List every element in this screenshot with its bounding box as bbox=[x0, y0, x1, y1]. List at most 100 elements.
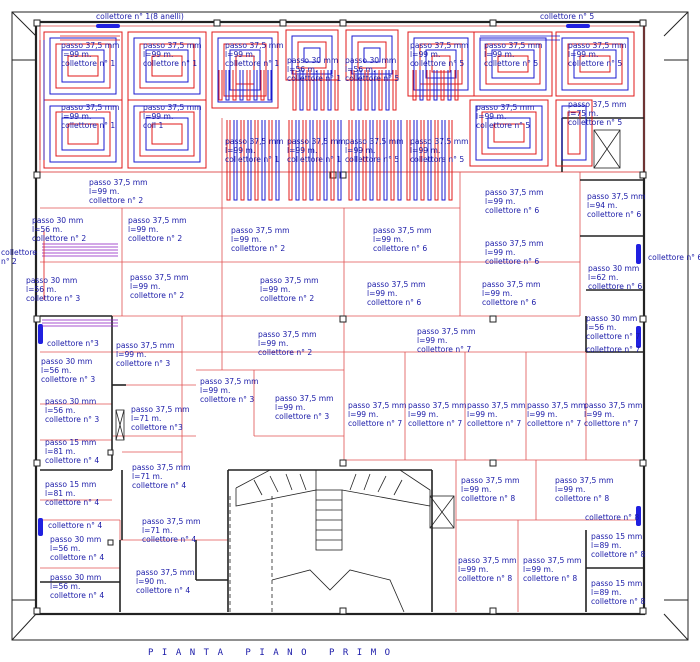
room-label: passo 30 mm l=56 m. collettore n° 3 bbox=[45, 397, 100, 424]
coil-run bbox=[260, 70, 265, 101]
room-label: passo 37,5 mm l=99 m. collettore n° 7 bbox=[348, 401, 407, 428]
room-label: passo 15 mm l=89 m. collettore n° 8 bbox=[591, 532, 646, 559]
room-label: passo 37,5 mm l=99 m. collettore n° 5 bbox=[476, 103, 535, 130]
coil-run bbox=[369, 120, 374, 201]
coil-loop bbox=[49, 37, 117, 95]
coil-run bbox=[376, 120, 381, 201]
room-label: passo 15 mm l=89 m. collettore n° 8 bbox=[591, 579, 646, 606]
room-label: passo 37,5 mm l=99 m. collettore n° 7 bbox=[584, 401, 643, 428]
coil-run bbox=[313, 70, 318, 111]
coil-run bbox=[440, 70, 445, 101]
collector-label-3: collettore n°3 bbox=[47, 339, 99, 348]
heating-coils bbox=[43, 29, 635, 201]
coil-loop bbox=[493, 123, 525, 143]
coil-run bbox=[292, 70, 297, 111]
coil-run bbox=[247, 120, 252, 201]
manifold-markers bbox=[38, 24, 641, 536]
room-label: passo 37,5 mm l=99 m. collettore n° 6 bbox=[367, 280, 426, 307]
coil-run bbox=[427, 120, 432, 201]
coil-loop bbox=[561, 37, 629, 91]
room-label: passo 37,5 mm l=99 m. collettore n° 1 bbox=[225, 137, 284, 164]
coil-loop bbox=[223, 43, 267, 97]
room-label: passo 37,5 mm l=99 m. collettore n° 8 bbox=[458, 556, 517, 583]
coil-run bbox=[362, 120, 367, 201]
room-label: passo 37,5 mm l=99 m. collettore n° 7 bbox=[408, 401, 467, 428]
room-label: passo 15 mm l=81 m. collettore n° 4 bbox=[45, 438, 100, 465]
room-label: passo 37,5 mm l=99 m. collettore n° 8 bbox=[555, 476, 614, 503]
coil-loop bbox=[127, 99, 207, 169]
room-label: passo 37,5 mm l=94 m. collettore n° 6 bbox=[587, 192, 646, 219]
room-label: passo 37,5 mm l=99 m. collettore n° 2 bbox=[128, 216, 187, 243]
room-label: passo 37,5 mm l=99 m. collettore n° 3 bbox=[200, 377, 259, 404]
collector-label-1: collettore n° 1(8 anelli) bbox=[96, 12, 184, 21]
room-label: passo 30 mm l=56 m. collettore n° 3 bbox=[41, 357, 96, 384]
coil-run bbox=[448, 120, 453, 201]
coil-loop bbox=[217, 37, 273, 103]
coil-run bbox=[330, 120, 335, 201]
coil-loop bbox=[229, 49, 261, 91]
room-label: passo 37,5 mm l=99 m. collettore n° 5 bbox=[410, 137, 469, 164]
coil-run bbox=[355, 120, 360, 201]
collector-label-5: collettore n° 5 bbox=[540, 12, 595, 21]
room-label: passo 37,5 mm l=99 m. collettore n° 5 bbox=[484, 41, 543, 68]
coil-run bbox=[327, 70, 332, 111]
coil-run bbox=[299, 70, 304, 111]
coil-loop bbox=[555, 99, 593, 167]
coil-run bbox=[434, 120, 439, 201]
room-label: passo 37,5 mm l=99 m. collettore n° 5 bbox=[345, 137, 404, 164]
room-label: passo 30 mm l=56 m. collettore n° 2 bbox=[32, 216, 87, 243]
coil-run bbox=[226, 120, 231, 201]
room-label: passo 37,5 mm l=99 m. collettore n° 7 bbox=[527, 401, 586, 428]
room-label: passo 30 mm l=62 m. collettore n° 6 bbox=[588, 264, 643, 291]
room-label: passo 30 mm l=56 m. collettore n° 7 bbox=[586, 314, 641, 341]
coil-run bbox=[254, 120, 259, 201]
coil-run bbox=[218, 70, 223, 101]
room-label: passo 37,5 mm l=71 m. collettore n° 4 bbox=[132, 463, 191, 490]
coil-loop bbox=[211, 31, 279, 109]
room-label: passo 37,5 mm l=99 m. collettore n° 8 bbox=[523, 556, 582, 583]
coil-loop bbox=[151, 55, 183, 77]
coil-loop bbox=[151, 123, 183, 145]
room-label: passo 15 mm l=81 m. collettore n° 4 bbox=[45, 480, 100, 507]
coil-run bbox=[397, 120, 402, 201]
coil-run bbox=[268, 120, 273, 201]
drawing-title: PIANTA PIANO PRIMO bbox=[148, 648, 399, 658]
coil-run bbox=[267, 70, 272, 101]
coil-run bbox=[433, 70, 438, 101]
coil-run bbox=[240, 120, 245, 201]
room-label: passo 30 mm l=56 m. collettore n° 5 bbox=[345, 56, 400, 83]
coil-loop bbox=[485, 43, 541, 85]
room-label: passo 37,5 mm l=99 m. collettore n° 2 bbox=[89, 178, 148, 205]
coil-run bbox=[412, 70, 417, 101]
collector-label-8: collettore n° 8 bbox=[585, 513, 640, 522]
coil-run bbox=[364, 70, 369, 111]
coil-loop bbox=[479, 37, 547, 91]
staircase bbox=[115, 129, 621, 613]
columns bbox=[33, 19, 647, 615]
coil-run bbox=[348, 120, 353, 201]
coil-loop bbox=[133, 105, 201, 163]
coil-loop bbox=[49, 105, 117, 163]
coil-run bbox=[309, 120, 314, 201]
coil-loop bbox=[133, 37, 201, 95]
coil-run bbox=[357, 70, 362, 111]
coil-run bbox=[385, 70, 390, 111]
coil-loop bbox=[487, 117, 531, 149]
coil-run bbox=[306, 70, 311, 111]
coil-run bbox=[323, 120, 328, 201]
coil-loop bbox=[497, 55, 529, 73]
room-label: passo 37,5 mm l=99 m. collettore n° 7 bbox=[467, 401, 526, 428]
coil-loop bbox=[303, 47, 321, 63]
room-label: passo 37,5 mm l=99 m. collettore n° 3 bbox=[275, 394, 334, 421]
coil-run bbox=[337, 120, 342, 201]
room-label: passo 30 mm l=56 m. collettore n° 4 bbox=[50, 535, 105, 562]
coil-loop bbox=[61, 49, 105, 83]
coil-loop bbox=[291, 35, 333, 75]
coil-loop bbox=[297, 41, 327, 69]
coil-run bbox=[426, 70, 431, 101]
coil-run bbox=[413, 120, 418, 201]
room-label: passo 37,5 mm l=99 m. collettore n° 5 bbox=[568, 41, 627, 68]
collector-label-6: collettore n° 6 bbox=[648, 253, 700, 262]
coil-loop bbox=[567, 43, 623, 85]
